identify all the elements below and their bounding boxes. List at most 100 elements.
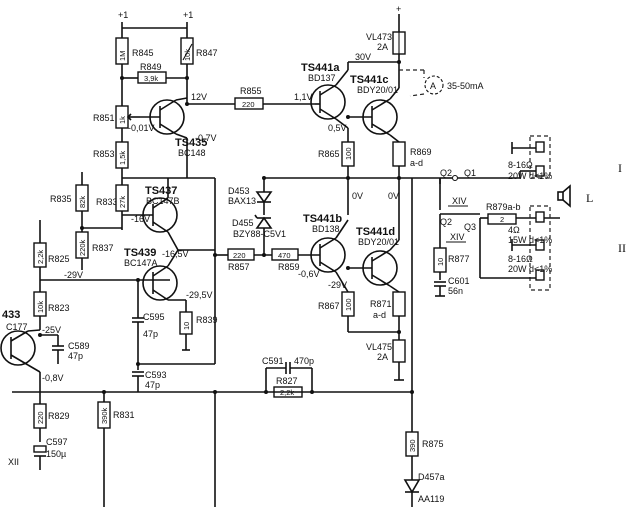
- svg-text:L: L: [586, 191, 593, 205]
- resistor-r849: R849 3,9k: [120, 62, 189, 84]
- resistor-r827: R827 2,2k: [273, 376, 303, 398]
- resistor-r857: 220 R857: [213, 248, 272, 272]
- transistor-ts439: TS439 BC147A -29,5V: [124, 247, 215, 312]
- svg-text:1,1V: 1,1V: [294, 92, 313, 102]
- svg-text:R837: R837: [92, 243, 114, 253]
- svg-text:1M: 1M: [118, 51, 127, 61]
- resistor-r831: 390k R831: [97, 390, 135, 507]
- svg-text:10k: 10k: [183, 49, 192, 61]
- svg-text:A: A: [430, 81, 436, 91]
- potentiometer-r851: R851 1k: [93, 105, 140, 142]
- svg-text:1k: 1k: [118, 116, 127, 124]
- svg-text:-0,6V: -0,6V: [298, 269, 320, 279]
- svg-text:R865: R865: [318, 149, 340, 159]
- transistor-ts433: 433 C177 -25V -0,8V: [0, 309, 64, 404]
- svg-text:47p: 47p: [68, 351, 83, 361]
- output-connector-1: 8-16Ω 20W d<1% I: [508, 135, 622, 181]
- svg-text:8-16Ω: 8-16Ω: [508, 254, 533, 264]
- svg-text:433: 433: [2, 309, 20, 321]
- svg-text:-29V: -29V: [64, 270, 83, 280]
- svg-text:C601: C601: [448, 276, 470, 286]
- svg-text:C593: C593: [145, 370, 167, 380]
- svg-text:C595: C595: [143, 312, 165, 322]
- svg-text:BAX13: BAX13: [228, 196, 256, 206]
- capacitor-c589: C589 47p: [38, 333, 90, 364]
- svg-text:TS437: TS437: [145, 185, 177, 197]
- switch-q2-q1: Q2 Q1 XIV: [440, 168, 520, 207]
- speaker-icon: L: [557, 184, 593, 208]
- svg-text:2: 2: [500, 215, 504, 224]
- resistor-r867: 100 R867: [318, 291, 355, 332]
- svg-text:a-d: a-d: [373, 310, 386, 320]
- svg-text:-16V: -16V: [131, 214, 150, 224]
- svg-text:XII: XII: [8, 457, 19, 467]
- svg-text:20W d<1%: 20W d<1%: [508, 264, 552, 274]
- svg-text:82k: 82k: [78, 196, 87, 208]
- svg-text:27k: 27k: [118, 196, 127, 208]
- resistor-r833: R833 27k: [96, 180, 129, 230]
- svg-text:15W d<1%: 15W d<1%: [508, 235, 552, 245]
- capacitor-c591: C591 470p: [262, 356, 314, 392]
- svg-text:10: 10: [182, 322, 191, 330]
- svg-text:Q2: Q2: [440, 217, 452, 227]
- svg-text:30V: 30V: [355, 52, 371, 62]
- svg-text:R877: R877: [448, 254, 470, 264]
- svg-text:220k: 220k: [78, 239, 87, 256]
- svg-text:-29V: -29V: [328, 280, 347, 290]
- svg-text:-0,01V: -0,01V: [128, 123, 155, 133]
- svg-text:VL473: VL473: [366, 32, 392, 42]
- svg-text:-0,7V: -0,7V: [195, 133, 217, 143]
- svg-text:R851: R851: [93, 113, 115, 123]
- resistor-r871: R871 a-d: [370, 291, 406, 340]
- svg-text:D455: D455: [232, 218, 254, 228]
- svg-text:R869: R869: [410, 147, 432, 157]
- svg-text:R825: R825: [48, 254, 70, 264]
- svg-text:10: 10: [436, 258, 445, 266]
- net-12v: 12V R855 220 1,1V: [185, 86, 315, 110]
- svg-text:220: 220: [36, 411, 45, 424]
- svg-text:100: 100: [344, 298, 353, 311]
- svg-text:TS441c: TS441c: [350, 74, 389, 86]
- supply-rail-plus: +1 +1: [118, 10, 193, 35]
- svg-text:TS439: TS439: [124, 247, 156, 259]
- svg-text:BC147A: BC147A: [124, 258, 158, 268]
- svg-text:AA119: AA119: [418, 494, 444, 504]
- svg-text:C177: C177: [6, 322, 28, 332]
- diode-d455: D455 BZY88-C5V1: [232, 214, 286, 257]
- switch-q2-q3: Q2 Q3 XIV: [439, 213, 480, 248]
- resistor-r837: 220k R837: [75, 226, 122, 270]
- svg-text:Q1: Q1: [464, 168, 476, 178]
- svg-text:8-16Ω: 8-16Ω: [508, 160, 533, 170]
- svg-text:R857: R857: [228, 262, 250, 272]
- resistor-r839: 10 R839: [179, 311, 218, 351]
- svg-text:BDY20/01: BDY20/01: [357, 85, 398, 95]
- capacitor-c601: C601 56n: [434, 276, 470, 297]
- resistor-r835: R835 82k: [50, 172, 89, 228]
- svg-text:220: 220: [242, 100, 255, 109]
- svg-text:-25V: -25V: [42, 325, 61, 335]
- capacitor-c597: C597 150µ XII: [8, 437, 68, 470]
- svg-text:10k: 10k: [36, 301, 45, 313]
- svg-text:C591: C591: [262, 356, 284, 366]
- svg-text:TS441d: TS441d: [356, 226, 395, 238]
- svg-text:BC148: BC148: [178, 148, 206, 158]
- svg-text:TS435: TS435: [175, 137, 207, 149]
- svg-text:BD137: BD137: [308, 73, 336, 83]
- resistor-r869: R869 a-d: [392, 141, 432, 178]
- svg-text:C589: C589: [68, 341, 90, 351]
- svg-text:C597: C597: [46, 437, 68, 447]
- resistor-r877: 10 R877: [433, 247, 470, 280]
- svg-text:TS441a: TS441a: [301, 62, 340, 74]
- capacitor-c595: C595 47p: [132, 278, 165, 370]
- transistor-ts441a: TS441a BD137 0,5V: [301, 62, 349, 142]
- svg-text:D453: D453: [228, 186, 250, 196]
- svg-text:R871: R871: [370, 299, 392, 309]
- diode-d453: D453 BAX13: [228, 178, 273, 215]
- supply-label-1: +1: [118, 10, 128, 20]
- svg-text:R831: R831: [113, 410, 135, 420]
- resistor-r865: 100 R865: [318, 141, 355, 215]
- svg-text:20W d<1%: 20W d<1%: [508, 171, 552, 181]
- svg-text:Q3: Q3: [464, 222, 476, 232]
- svg-text:0V: 0V: [388, 191, 399, 201]
- svg-text:12V: 12V: [191, 92, 207, 102]
